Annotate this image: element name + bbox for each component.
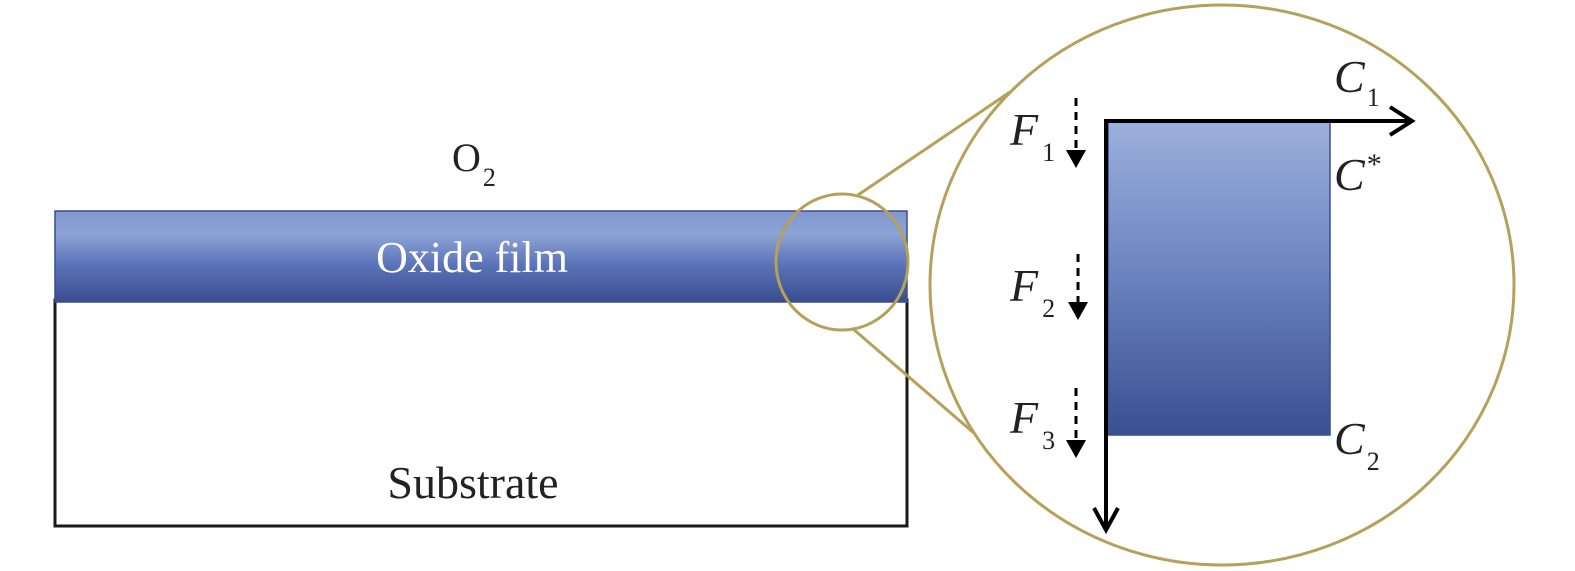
magnifier-small-circle [774, 192, 910, 332]
flux-arrowhead-f2 [1068, 302, 1088, 320]
depth-axis-arrowhead [1092, 507, 1120, 535]
c2-label: C2 [1334, 413, 1380, 476]
concentration-axis-arrowhead [1388, 105, 1416, 137]
substrate-label: Substrate [387, 457, 558, 508]
zoomed-film-block [1107, 120, 1331, 436]
cstar-label: C* [1334, 148, 1382, 200]
magnifier-connector-bottom [851, 326, 983, 442]
substrate-block [53, 298, 909, 528]
oxide-film-label: Oxide film [376, 233, 568, 282]
c1-label: C1 [1334, 51, 1380, 112]
oxide-film-layer [54, 210, 908, 303]
flux-arrowhead-f3 [1066, 440, 1086, 458]
o2-label: O2 [452, 135, 496, 192]
flux-arrowhead-f1 [1066, 150, 1086, 168]
magnifier-connector-top [857, 90, 1011, 197]
